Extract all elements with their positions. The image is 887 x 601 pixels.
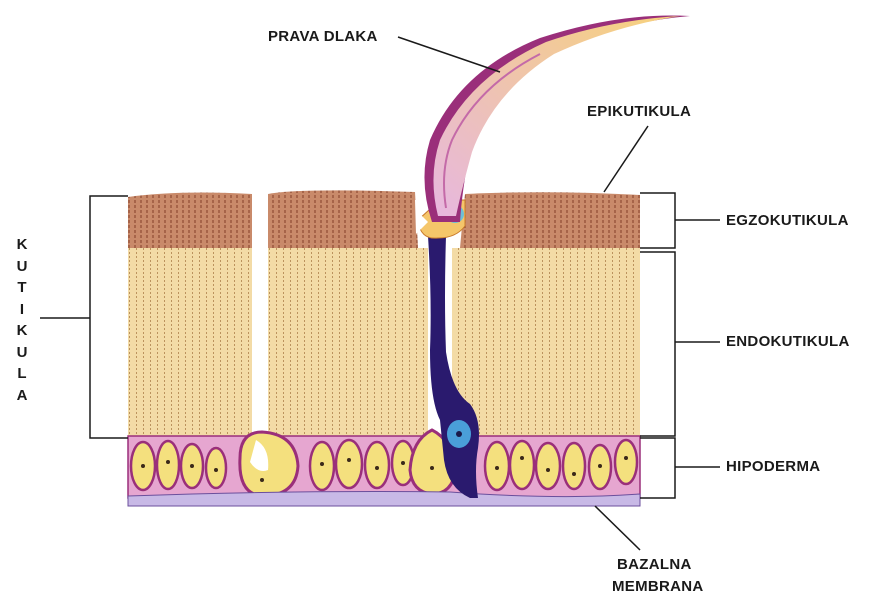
kutikula-letter: U [12,256,32,278]
label-hipoderma: HIPODERMA [726,458,820,476]
kutikula-letter: A [12,385,32,407]
kutikula-letter: U [12,342,32,364]
kutikula-letter: L [12,363,32,385]
label-kutikula-vertical: K U T I K U L A [12,234,32,406]
kutikula-letter: K [12,320,32,342]
label-prava-dlaka: PRAVA DLAKA [268,28,378,46]
pore-canal [252,194,268,436]
label-egzokutikula: EGZOKUTIKULA [726,212,849,230]
label-epikutikula: EPIKUTIKULA [587,103,691,121]
cuticle-bracket [40,196,128,438]
label-bazalna: BAZALNA [617,556,692,574]
kutikula-letter: T [12,277,32,299]
label-endokutikula: ENDOKUTIKULA [726,333,850,351]
kutikula-letter: I [12,299,32,321]
label-membrana: MEMBRANA [612,578,704,596]
hypodermis-layer [128,430,640,498]
endocuticle-layer [128,248,640,436]
exocuticle-layer [128,190,640,248]
right-brackets [640,193,720,498]
kutikula-letter: K [12,234,32,256]
